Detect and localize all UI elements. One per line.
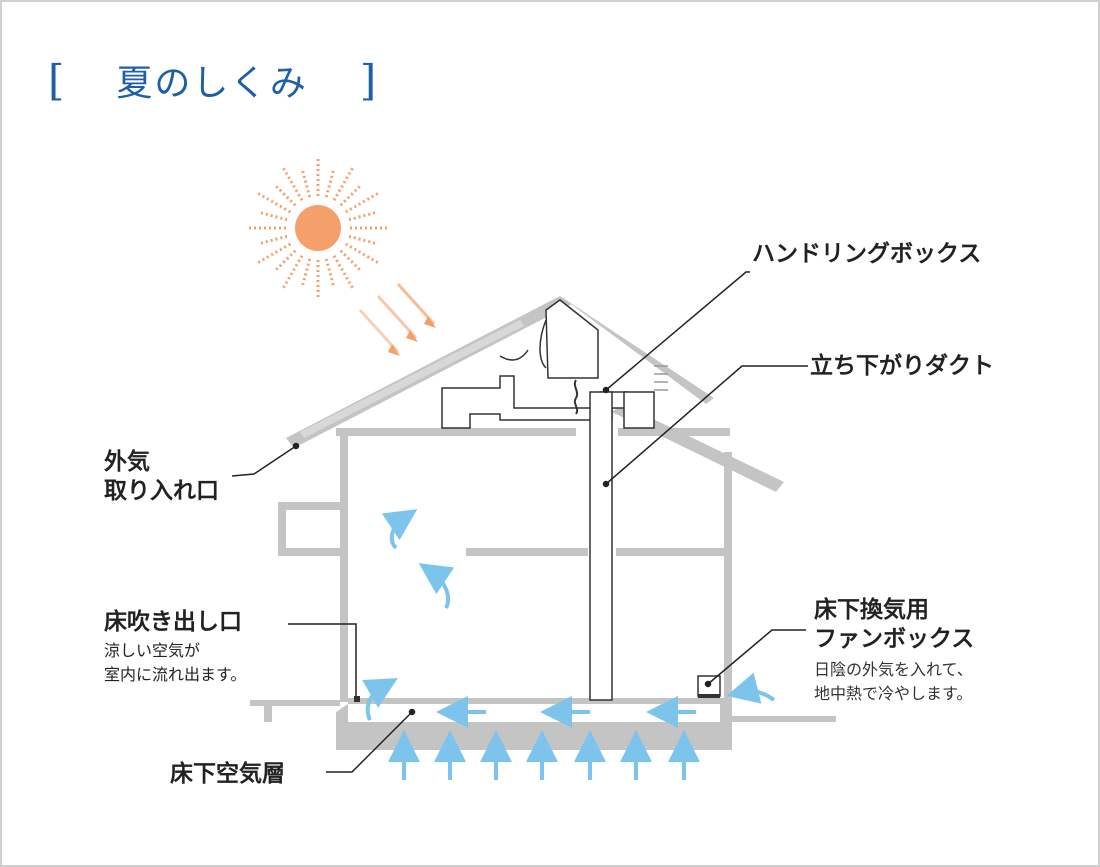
sun-icon xyxy=(246,156,390,300)
label-fan-box-line2: ファンボックス xyxy=(814,625,975,652)
label-floor-outlet-desc2: 室内に流れ出ます。 xyxy=(104,664,247,684)
page-title: [ 夏のしくみ ] xyxy=(48,52,376,108)
title-text: 夏のしくみ xyxy=(116,63,308,104)
label-floor-outlet: 床吹き出し口 xyxy=(104,609,242,635)
label-fan-box-line1: 床下換気用 xyxy=(814,597,929,623)
title-bracket-close: ] xyxy=(359,55,377,105)
label-fan-box-group: 床下換気用 ファンボックス 日陰の外気を入れて、 地中熱で冷やします。 xyxy=(814,596,974,704)
label-outside-air-line2: 取り入れ口 xyxy=(104,477,219,504)
floor-outlet-marker xyxy=(354,696,360,702)
label-fan-box-desc2: 地中熱で冷やします。 xyxy=(814,683,973,703)
vertical-duct xyxy=(589,391,613,701)
sunlight-rays xyxy=(358,282,436,356)
label-fan-box-desc1: 日陰の外気を入れて、 xyxy=(814,659,973,679)
label-duct: 立ち下がりダクト xyxy=(810,353,994,379)
air-flow-arrows xyxy=(362,509,776,780)
title-bracket-open: [ xyxy=(48,55,65,105)
label-underfloor-air-layer: 床下空気層 xyxy=(170,761,285,787)
leader-lines xyxy=(231,271,808,773)
label-handling-box: ハンドリングボックス xyxy=(752,241,982,267)
label-outside-air-intake: 外気 取り入れ口 xyxy=(104,448,219,506)
label-outside-air-line1: 外気 xyxy=(104,449,150,475)
label-floor-outlet-group: 床吹き出し口 涼しい空気が 室内に流れ出ます。 xyxy=(104,608,246,685)
label-floor-outlet-desc1: 涼しい空気が xyxy=(104,640,201,660)
handling-box xyxy=(441,299,668,429)
